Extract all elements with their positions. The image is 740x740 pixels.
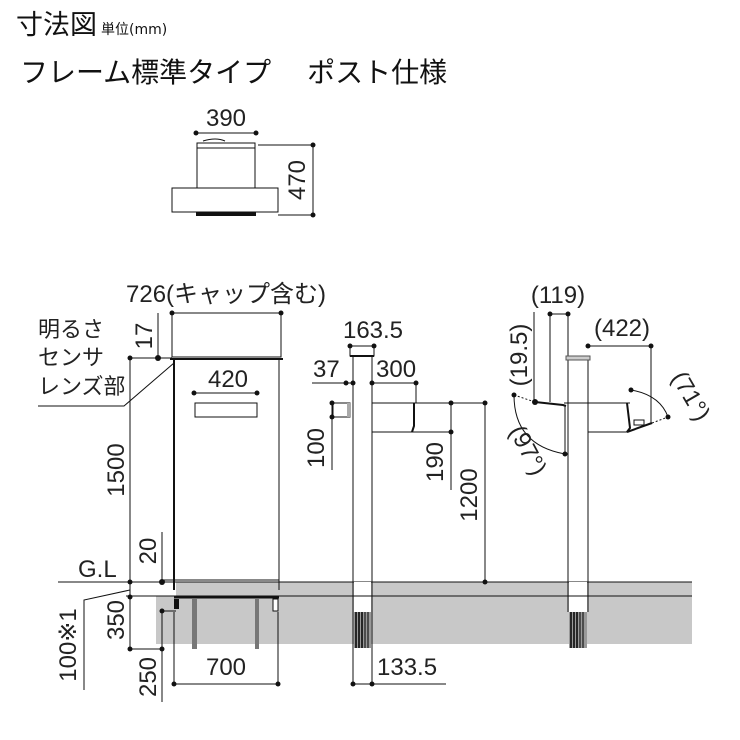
- slot-width-label: 420: [208, 366, 248, 393]
- rear-angle-label: (71°): [666, 367, 716, 426]
- subtitle-type: フレーム標準タイプ: [20, 56, 272, 89]
- foundation-note-label: 100※1: [55, 608, 82, 682]
- open-depth-label: (422): [594, 315, 650, 342]
- front-offset-label: 37: [313, 356, 340, 383]
- overall-width-label: 726(キャップ含む): [126, 281, 326, 308]
- unit-label: 単位(mm): [101, 22, 168, 38]
- subtitle-spec: ポスト仕様: [307, 56, 448, 89]
- open-post-anchor-hatch: [569, 612, 587, 648]
- lid-offset-label: (19.5): [506, 324, 533, 387]
- page-subtitle: フレーム標準タイプ ポスト仕様: [20, 56, 447, 90]
- base-depth-label: 250: [135, 657, 162, 697]
- box-depth-label: 300: [376, 356, 416, 383]
- post-width-label: 163.5: [343, 317, 403, 344]
- sensor-label-2: センサ: [38, 345, 104, 370]
- lid-width-label: (119): [531, 282, 585, 309]
- sensor-label-1: 明るさ: [38, 317, 104, 342]
- side-view: 163.5 37 300: [303, 317, 488, 687]
- ground-band: [58, 581, 692, 644]
- ground-line-label: G.L: [78, 556, 117, 583]
- page-title: 寸法図単位(mm): [16, 10, 167, 46]
- title-text: 寸法図: [16, 10, 97, 41]
- cap-height-label: 17: [131, 323, 158, 350]
- front-height-label: 100: [303, 428, 330, 468]
- front-view: 726(キャップ含む) 17 420 明るさ センサ レンズ部 1500 20: [38, 281, 326, 702]
- top-depth-label: 470: [284, 160, 311, 200]
- sensor-label-3: レンズ部: [38, 374, 126, 399]
- ground-gap-label: 20: [135, 538, 162, 565]
- box-height-label: 190: [422, 442, 449, 482]
- post-anchor-hatch: [354, 612, 371, 648]
- top-view: 390 470: [171, 105, 316, 218]
- open-view: (119) (19.5) (422) (97°): [503, 282, 715, 648]
- mount-height-label: 1200: [456, 468, 483, 521]
- base-width-label: 700: [206, 654, 246, 681]
- body-height-label: 1500: [103, 443, 130, 496]
- front-angle-label: (97°): [503, 421, 551, 480]
- post-base-label: 133.5: [377, 654, 437, 681]
- embed-depth-label: 350: [103, 600, 130, 640]
- top-width-label: 390: [206, 105, 246, 132]
